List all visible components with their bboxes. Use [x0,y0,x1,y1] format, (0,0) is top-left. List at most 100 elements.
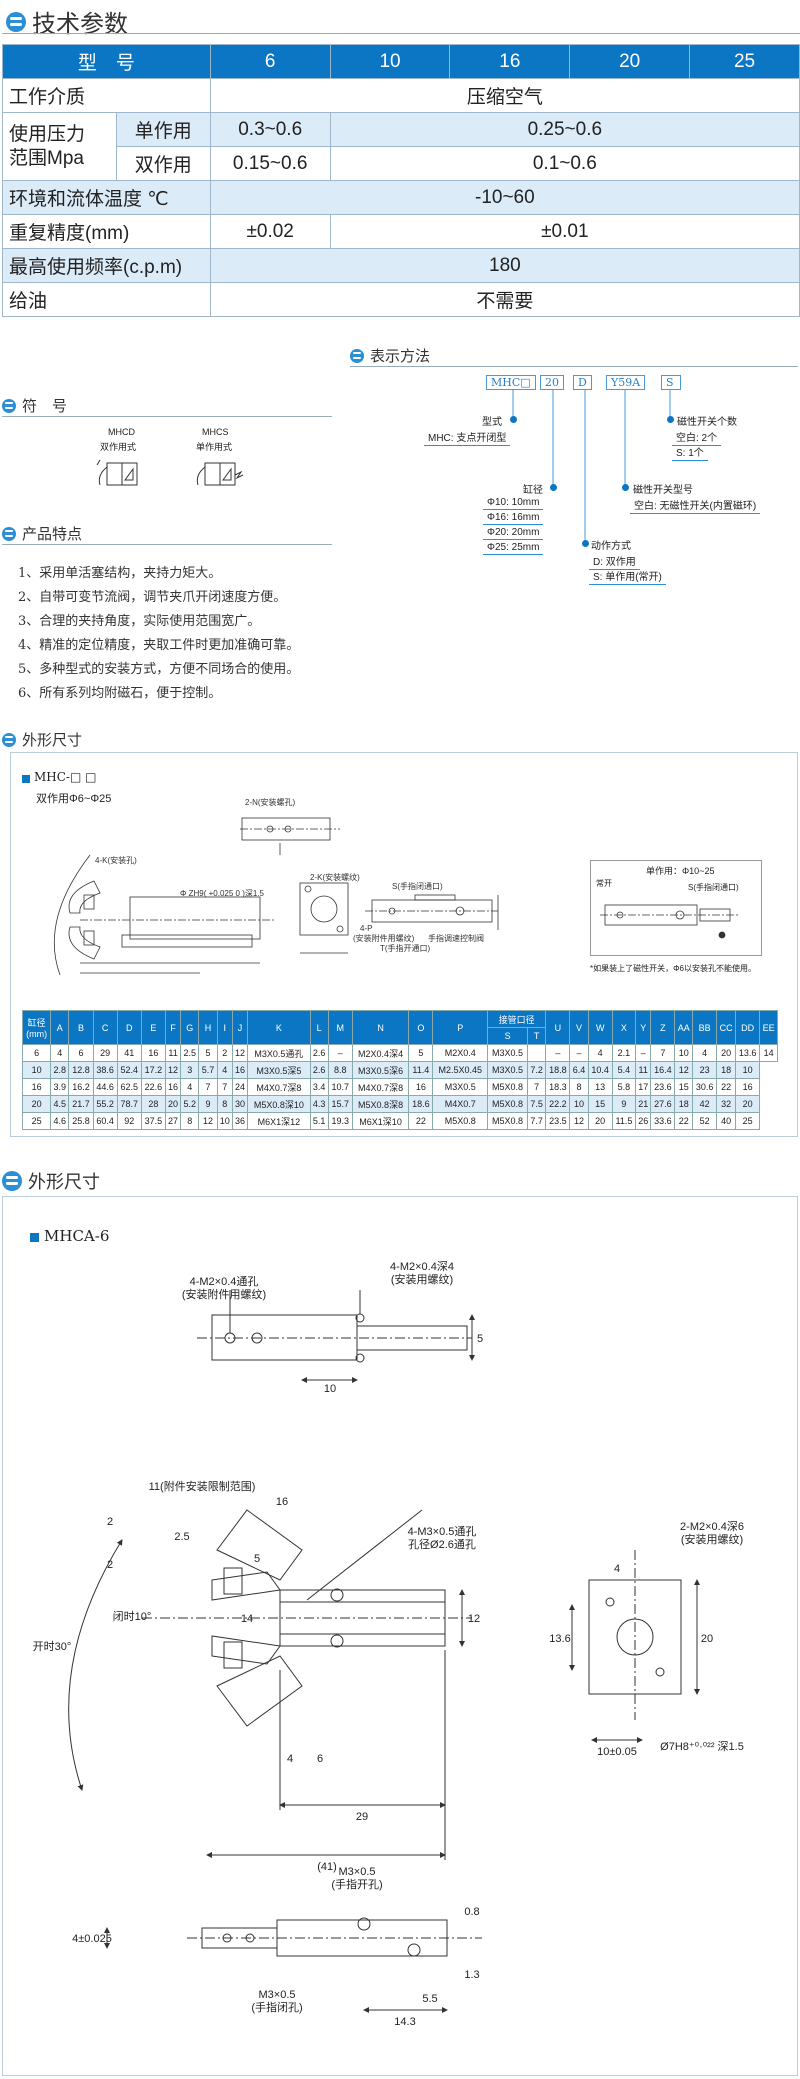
single-acting-title: 单作用：Φ10~25 [646,866,715,876]
dim-cell: 62.5 [116,1078,142,1096]
dim-header-cell: M [327,1010,353,1045]
dim-cell: M5X0.8深10 [247,1095,311,1113]
feature-item: 4、精准的定位精度，夹取工件时更加准确可靠。 [18,638,300,653]
temp-value: -10~60 [209,180,800,215]
lbl-d55: 5.5 [422,1993,437,2005]
dim-cell: 92 [116,1112,142,1130]
dim-cell: 3 [180,1061,200,1079]
dim-cell: 15 [587,1095,613,1113]
dim-cell: M5X0.8 [487,1112,529,1130]
lbl-d2a: 2 [107,1516,113,1528]
dim-cell: 25 [21,1112,52,1130]
type-label: 型式 [482,417,502,428]
pressure-label: 使用压力范围Mpa [2,112,117,181]
dim-cell: 18.6 [408,1095,434,1113]
normally-open-label: 常开 [596,879,612,888]
feature-item: 6、所有系列均附磁石，便于控制。 [18,686,222,701]
notation-underline [350,366,798,367]
dim-cell: 12 [231,1044,249,1062]
lbl-d13: 1.3 [464,1969,479,1981]
bore-0: Φ10: 10mm [483,496,544,510]
dim-cell: 11.5 [611,1112,637,1130]
dim-cell: 16 [735,1078,761,1096]
dim-cell: 10 [674,1044,694,1062]
dim-cell: 3.9 [50,1078,70,1096]
lbl-d4: 4 [287,1753,293,1765]
dim-cell: 41 [116,1044,142,1062]
dim-header-cell: B [68,1010,94,1045]
dim-cell: 6 [68,1044,94,1062]
dim-header-cell: N [351,1010,410,1045]
dim-cell: M4X0.7深8 [351,1078,410,1096]
dim-cell: 21.7 [68,1095,94,1113]
lbl-d7h8: Ø7H8⁺⁰·⁰²² 深1.5 [660,1740,744,1753]
dim-cell: 33.6 [650,1112,676,1130]
dim-cell: 12 [569,1112,589,1130]
temp-label: 环境和流体温度 ℃ [2,180,211,215]
label-s-port: S(手指闭通口) [392,881,443,891]
model-square [22,775,30,783]
dim-header-cell: D [116,1010,142,1045]
dim-cell: M3X0.5 [487,1044,529,1062]
switch-desc: 空白: 无磁性开关(内置磁环) [630,496,761,514]
dim-cell: 9 [611,1095,637,1113]
type-desc: MHC: 支点开闭型 [424,428,511,446]
dim-cell: 5.8 [611,1078,637,1096]
lbl-bot-m3: M3×0.5 [259,1989,296,2001]
dim-cell: – [635,1044,652,1062]
lbl-d5b: 5 [254,1553,260,1565]
symbol-underline [2,416,332,417]
spec-row-freq: 最高使用频率(c.p.m) 180 [2,248,800,283]
dim-header-cell: 接管口径 [487,1010,547,1028]
mhcs-sub: 单作用式 [196,442,233,452]
dim-cell: 16 [140,1044,166,1062]
dim-header-cell: O [408,1010,434,1045]
repeat-label: 重复精度(mm) [2,214,211,249]
dim-header-cell: G [180,1010,200,1045]
lbl-deep: 4-M2×0.4深4 [390,1260,454,1273]
outline1-header: 外形尺寸 [2,729,82,750]
dim-header-cell: V [569,1010,589,1045]
dim-cell: 10 [21,1061,52,1079]
code-switch: Y59A [606,375,646,390]
dim-cell: 23.5 [545,1112,571,1130]
dim-cell: 16.4 [650,1061,676,1079]
bore-1: Φ16: 16mm [483,511,544,525]
dim-cell: 25 [735,1112,761,1130]
lbl-thru: 4-M2×0.4通孔 [190,1275,259,1288]
lbl-d6: 6 [317,1753,323,1765]
dim-cell: 2.5 [180,1044,200,1062]
lbl-close10: 闭时10° [113,1610,152,1623]
dim-cell: 9 [198,1095,218,1113]
dim-cell: 24 [231,1078,249,1096]
notation-leader-lines [512,390,671,543]
dim-header-cell: C [92,1010,118,1045]
dim-cell: 7.5 [527,1095,547,1113]
spec-header-model: 型 号 [2,44,211,79]
spec-header-20: 20 [569,44,691,79]
dim-cell: 5 [198,1044,218,1062]
dim-header-cell: L [309,1010,329,1045]
dim-port-sub: S [487,1027,529,1045]
dim-cell: M3X0.5 [432,1078,489,1096]
spec-row-pressure-double: 双作用 0.15~0.6 0.1~0.6 [3,146,800,181]
lbl-d29: 29 [356,1811,368,1823]
dim-cell: 55.2 [92,1095,118,1113]
feature-item: 1、采用单活塞结构，夹持力矩大。 [18,566,222,581]
dim-cell: 78.7 [116,1095,142,1113]
lbl-d136: 13.6 [549,1633,570,1645]
action-0: D: 双作用 [589,552,640,570]
dim-cell: 18 [674,1095,694,1113]
pressure-label-line1: 使用压力 [9,123,86,145]
dim-cell: 38.6 [92,1061,118,1079]
dim-cell: 4 [587,1044,613,1062]
bore-2: Φ20: 20mm [483,526,544,540]
bore-3: Φ25: 25mm [483,541,544,555]
dim-cell: M2.5X0.45 [432,1061,489,1079]
dim-header-cell: A [50,1010,70,1045]
dim-cell: 2.1 [611,1044,637,1062]
repeat-6: ±0.02 [209,214,331,249]
dim-cell: M2X0.4深4 [351,1044,410,1062]
